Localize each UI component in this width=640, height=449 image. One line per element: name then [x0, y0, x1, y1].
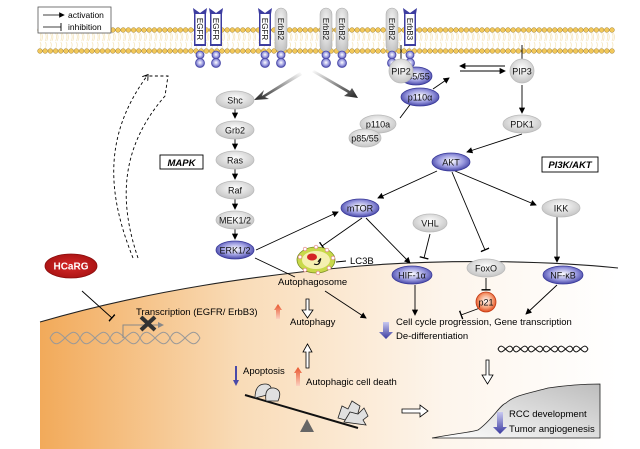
node-label: NF-κB	[550, 270, 576, 280]
node-akt[interactable]: AKT	[431, 152, 471, 172]
svg-text:PI3K/AKT: PI3K/AKT	[548, 160, 592, 171]
outcome-arrows	[301, 298, 494, 418]
autophagic-cells-icon	[337, 400, 369, 426]
transcription-label: Transcription (EGFR/ ErbB3)	[136, 307, 258, 318]
receptor-label: EGFR	[211, 18, 220, 40]
node-p85-free[interactable]: p85/55	[348, 128, 382, 148]
receptor-label: ErbB2	[321, 18, 330, 41]
trend-arrows	[233, 304, 393, 386]
node-label: Shc	[227, 95, 243, 105]
node-label: p85/55	[351, 133, 379, 143]
dna-helix-right	[497, 345, 589, 353]
node-nfkb[interactable]: NF-κB	[542, 265, 584, 285]
receptor-egfr: EGFR	[258, 8, 272, 68]
node-hcarg[interactable]: HCaRG	[44, 253, 98, 279]
seesaw-balance	[244, 383, 369, 432]
node-label: ERK1/2	[219, 245, 250, 255]
node-erk[interactable]: ERK1/2	[215, 240, 255, 260]
node-shc[interactable]: Shc	[215, 90, 255, 110]
receptor-erbb2: ErbB2	[274, 7, 288, 68]
node-pdk1[interactable]: PDK1	[502, 114, 542, 134]
tumor-angiogenesis-label: Tumor angiogenesis	[509, 424, 595, 435]
node-label: AKT	[442, 157, 460, 167]
receptors: EGFR EGFR EGFR ErbB2 ErbB2 ErbB2 ErbB2 ErbB3	[193, 7, 417, 68]
feedback-dashed-arrow	[113, 76, 169, 259]
node-label: HCaRG	[53, 261, 88, 272]
node-ras[interactable]: Ras	[215, 150, 255, 170]
node-hif[interactable]: HIF-1α	[391, 265, 433, 285]
receptor-label: EGFR	[195, 18, 204, 40]
legend-inhibition: inhibition	[68, 22, 102, 32]
node-mek[interactable]: MEK1/2	[215, 210, 255, 230]
autophagosome-label: Autophagosome	[278, 277, 347, 288]
node-vhl[interactable]: VHL	[412, 213, 448, 233]
rcc-outcome: RCC development Tumor angiogenesis	[431, 383, 601, 439]
node-label: PDK1	[510, 119, 534, 129]
node-label: mTOR	[347, 203, 374, 213]
autophagic-death-label: Autophagic cell death	[306, 377, 397, 388]
labels: LC3B Autophagosome Autophagy Transcripti…	[136, 256, 572, 388]
receptor-label: ErbB2	[337, 18, 346, 41]
mapk-arrows	[231, 109, 339, 278]
apoptosis-label: Apoptosis	[243, 366, 285, 377]
legend-activation: activation	[68, 10, 104, 20]
autophagosome-icon	[296, 244, 347, 276]
receptor-label: ErbB3	[405, 18, 414, 41]
receptor-erbb2: ErbB2	[319, 7, 333, 68]
receptor-signal-arrows	[254, 70, 358, 100]
cell-cycle-label: Cell cycle progression, Gene transcripti…	[396, 317, 572, 328]
dedifferentiation-label: De-differentiation	[396, 331, 468, 342]
receptor-egfr: EGFR	[193, 8, 207, 68]
autophagic-death-up-arrow	[294, 367, 302, 386]
pi3k-label: PI3K/AKT	[541, 156, 599, 173]
node-p110alpha[interactable]: p110α	[400, 87, 440, 107]
dna-helix-left	[49, 322, 201, 345]
lc3b-label: LC3B	[350, 256, 374, 267]
node-label: Grb2	[225, 125, 245, 135]
node-label: HIF-1α	[398, 270, 426, 280]
receptor-label: EGFR	[260, 18, 269, 40]
receptor-egfr: EGFR	[209, 8, 223, 68]
autophagy-up-arrow	[274, 304, 282, 319]
node-label: MEK1/2	[219, 215, 251, 225]
apoptotic-cells-icon	[254, 383, 281, 402]
transcription-block-icon	[139, 315, 157, 332]
node-label: p110α	[408, 92, 433, 102]
receptor-label: ErbB2	[387, 18, 396, 41]
rcc-development-label: RCC development	[509, 409, 587, 420]
rcc-down-arrow	[493, 412, 507, 434]
node-p21[interactable]: p21	[475, 291, 497, 313]
node-label: VHL	[421, 218, 439, 228]
receptor-erbb2: ErbB2	[335, 7, 349, 68]
mapk-label: MAPK	[159, 154, 204, 170]
svg-text:MAPK: MAPK	[168, 158, 197, 169]
receptor-label: ErbB2	[276, 18, 285, 41]
apoptosis-down-arrow	[233, 366, 239, 386]
receptor-erbb2: ErbB2	[385, 7, 399, 68]
node-label: PIP2	[391, 66, 411, 76]
node-pip2[interactable]: PIP2	[388, 58, 414, 84]
autophagy-label: Autophagy	[290, 317, 336, 328]
node-foxo[interactable]: FoxO	[466, 258, 506, 278]
node-label: PIP3	[512, 66, 532, 76]
pi3k-arrows	[81, 45, 561, 322]
node-raf[interactable]: Raf	[215, 180, 255, 200]
nuclear-membrane	[39, 260, 619, 323]
nucleus-region	[40, 261, 618, 449]
node-label: p21	[478, 297, 493, 307]
node-label: p85/55	[402, 71, 430, 81]
node-label: Ras	[227, 155, 244, 165]
node-pip3[interactable]: PIP3	[509, 58, 535, 84]
node-label: p110a	[366, 119, 390, 129]
legend: activation inhibition	[37, 6, 112, 34]
receptor-erbb3: ErbB3	[403, 8, 417, 68]
cell-cycle-down-arrow	[379, 322, 393, 339]
node-ikk[interactable]: IKK	[541, 198, 581, 218]
node-mtor[interactable]: mTOR	[340, 198, 380, 218]
node-label: FoxO	[475, 263, 497, 273]
node-label: IKK	[554, 203, 569, 213]
node-label: Raf	[228, 185, 243, 195]
node-grb2[interactable]: Grb2	[215, 120, 255, 140]
